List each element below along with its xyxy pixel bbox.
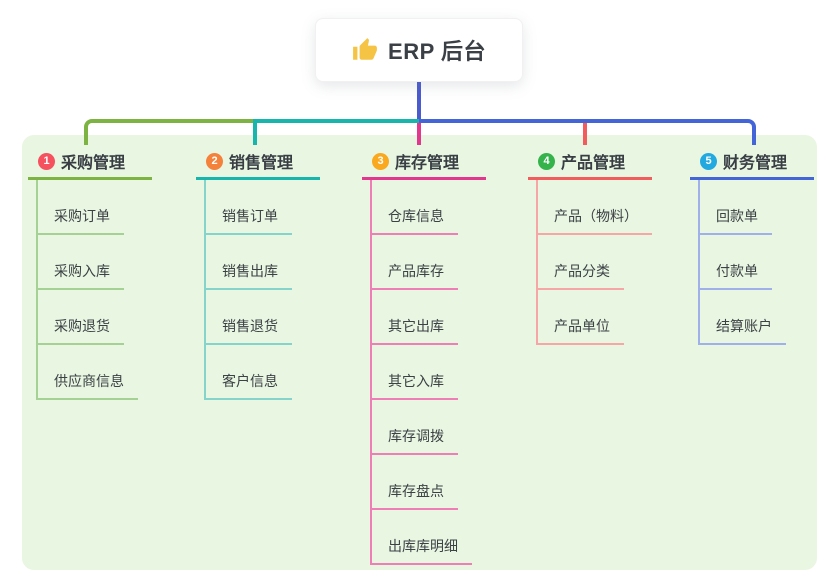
branch-item[interactable]: 产品库存 (372, 235, 458, 290)
branches-panel (22, 135, 817, 570)
branch-item[interactable]: 结算账户 (700, 290, 786, 345)
branch-header[interactable]: 3 库存管理 (362, 145, 486, 180)
branch-column: 5 财务管理 回款单付款单结算账户 (690, 145, 814, 345)
branch-item[interactable]: 产品分类 (538, 235, 624, 290)
branch-header[interactable]: 5 财务管理 (690, 145, 814, 180)
branch-header[interactable]: 2 销售管理 (196, 145, 320, 180)
branch-label: 财务管理 (723, 155, 788, 172)
connector-right-elbow (419, 119, 756, 145)
branch-badge: 3 (372, 152, 389, 170)
branch-item[interactable]: 采购订单 (38, 180, 124, 235)
branch-label: 库存管理 (395, 155, 460, 172)
branch-header[interactable]: 1 采购管理 (28, 145, 152, 180)
branch-item[interactable]: 采购入库 (38, 235, 124, 290)
branch-item[interactable]: 仓库信息 (372, 180, 458, 235)
branch-item[interactable]: 销售订单 (206, 180, 292, 235)
branch-label: 销售管理 (229, 155, 294, 172)
branch-item[interactable]: 产品（物料） (538, 180, 652, 235)
connector-root-drop (417, 82, 421, 119)
branch-item[interactable]: 库存调拨 (372, 400, 458, 455)
branch-label: 产品管理 (561, 155, 626, 172)
connector-drop-product (583, 123, 587, 145)
root-title: ERP 后台 (388, 39, 486, 64)
branch-item[interactable]: 出库库明细 (372, 510, 472, 565)
connector-mid-tee (253, 119, 419, 145)
branch-item[interactable]: 其它出库 (372, 290, 458, 345)
branch-item[interactable]: 采购退货 (38, 290, 124, 345)
branch-items: 仓库信息产品库存其它出库其它入库库存调拨库存盘点出库库明细 (370, 180, 486, 565)
branch-items: 回款单付款单结算账户 (698, 180, 814, 345)
branch-badge: 4 (538, 152, 555, 170)
branch-item[interactable]: 产品单位 (538, 290, 624, 345)
branch-label: 采购管理 (61, 155, 126, 172)
branch-item[interactable]: 回款单 (700, 180, 772, 235)
branch-item[interactable]: 客户信息 (206, 345, 292, 400)
branch-item[interactable]: 销售退货 (206, 290, 292, 345)
branch-badge: 5 (700, 152, 717, 170)
branch-badge: 2 (206, 152, 223, 170)
branch-header[interactable]: 4 产品管理 (528, 145, 652, 180)
connector-left-elbow (84, 119, 255, 145)
branch-column: 4 产品管理 产品（物料）产品分类产品单位 (528, 145, 652, 345)
thumbs-up-icon (352, 37, 378, 63)
branch-item[interactable]: 其它入库 (372, 345, 458, 400)
branch-item[interactable]: 销售出库 (206, 235, 292, 290)
branch-item[interactable]: 库存盘点 (372, 455, 458, 510)
branch-item[interactable]: 付款单 (700, 235, 772, 290)
branch-items: 采购订单采购入库采购退货供应商信息 (36, 180, 152, 400)
branch-column: 3 库存管理 仓库信息产品库存其它出库其它入库库存调拨库存盘点出库库明细 (362, 145, 486, 565)
branch-column: 1 采购管理 采购订单采购入库采购退货供应商信息 (28, 145, 152, 400)
branch-items: 产品（物料）产品分类产品单位 (536, 180, 652, 345)
connector-drop-inventory (417, 123, 421, 145)
branch-badge: 1 (38, 152, 55, 170)
branch-column: 2 销售管理 销售订单销售出库销售退货客户信息 (196, 145, 320, 400)
branch-items: 销售订单销售出库销售退货客户信息 (204, 180, 320, 400)
root-node[interactable]: ERP 后台 (315, 18, 523, 82)
branch-item[interactable]: 供应商信息 (38, 345, 138, 400)
